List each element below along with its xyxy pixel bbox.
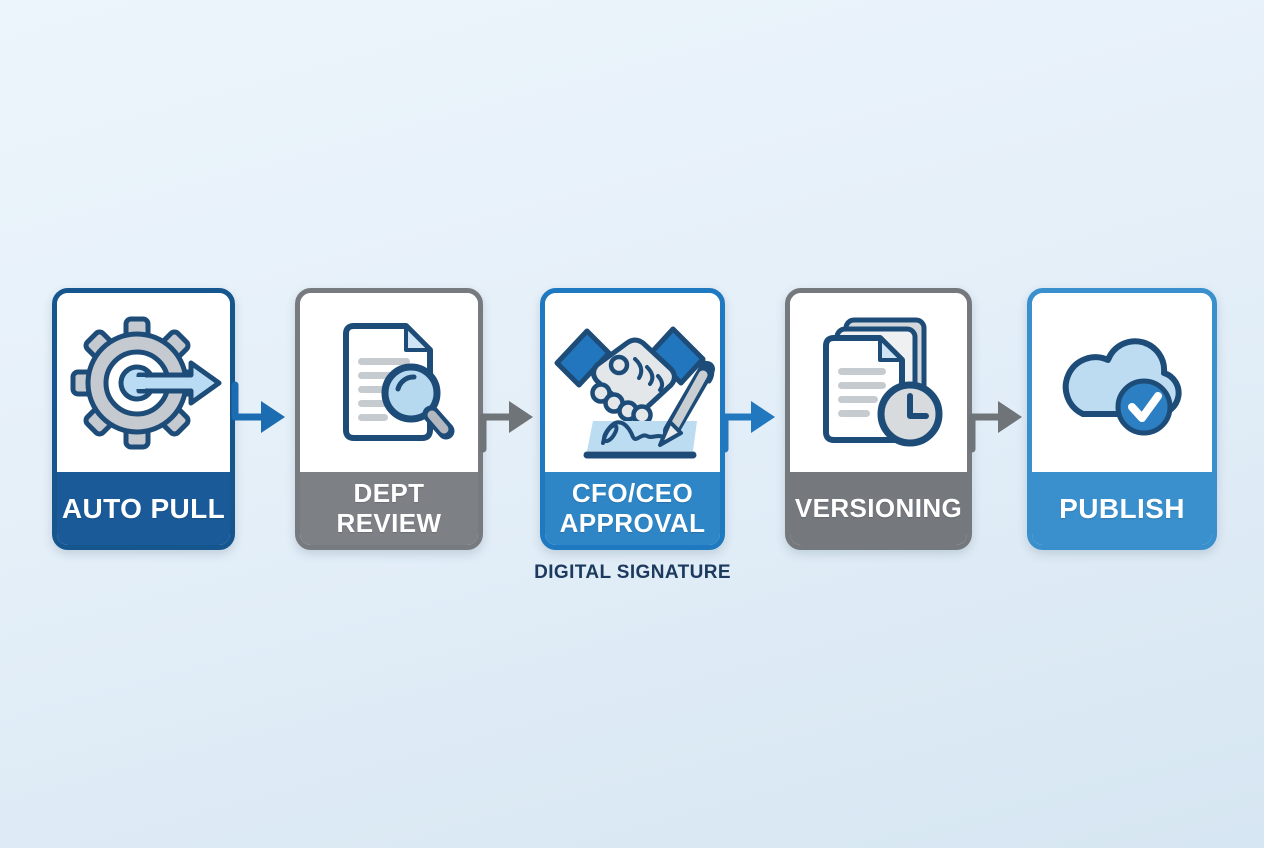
documents-clock-icon	[822, 317, 942, 447]
step-label-band: DEPT REVIEW	[300, 472, 478, 545]
document-magnifier-icon	[343, 323, 455, 441]
step-label: PUBLISH	[1059, 492, 1185, 524]
step-icon-area	[1032, 293, 1212, 472]
step-card-dept-review: DEPT REVIEW	[295, 288, 483, 550]
step-card-auto-pull: AUTO PULL	[52, 288, 235, 550]
handshake-signature-icon	[554, 326, 715, 458]
gear-arrow-icon	[70, 316, 221, 449]
step-label-band: VERSIONING	[790, 472, 967, 545]
flow-arrow-icon	[231, 381, 285, 433]
step-label-line2: APPROVAL	[559, 507, 706, 538]
step-label-line2: REVIEW	[336, 507, 442, 538]
step-card-publish: PUBLISH	[1027, 288, 1217, 550]
step-card-cfo-ceo-approval: CFO/CEO APPROVAL	[540, 288, 725, 550]
step-label: CFO/CEO	[571, 478, 694, 509]
step-label: DEPT	[353, 478, 425, 509]
step-label: AUTO PULL	[61, 492, 226, 524]
step-icon-area	[545, 293, 720, 472]
flow-arrow-icon	[968, 401, 1022, 453]
step-icon-area	[300, 293, 478, 472]
step-label-band: CFO/CEO APPROVAL	[545, 472, 720, 545]
step-icon-area	[790, 293, 967, 472]
digital-signature-annotation: DIGITAL SIGNATURE	[534, 562, 731, 583]
step-label-band: AUTO PULL	[57, 472, 230, 545]
flow-arrow-icon	[721, 401, 775, 453]
step-icon-area	[57, 293, 230, 472]
cloud-check-icon	[1062, 337, 1182, 435]
step-label: VERSIONING	[794, 492, 963, 523]
step-label-band: PUBLISH	[1032, 472, 1212, 545]
step-card-versioning: VERSIONING	[785, 288, 972, 550]
flow-arrow-icon	[479, 401, 533, 453]
